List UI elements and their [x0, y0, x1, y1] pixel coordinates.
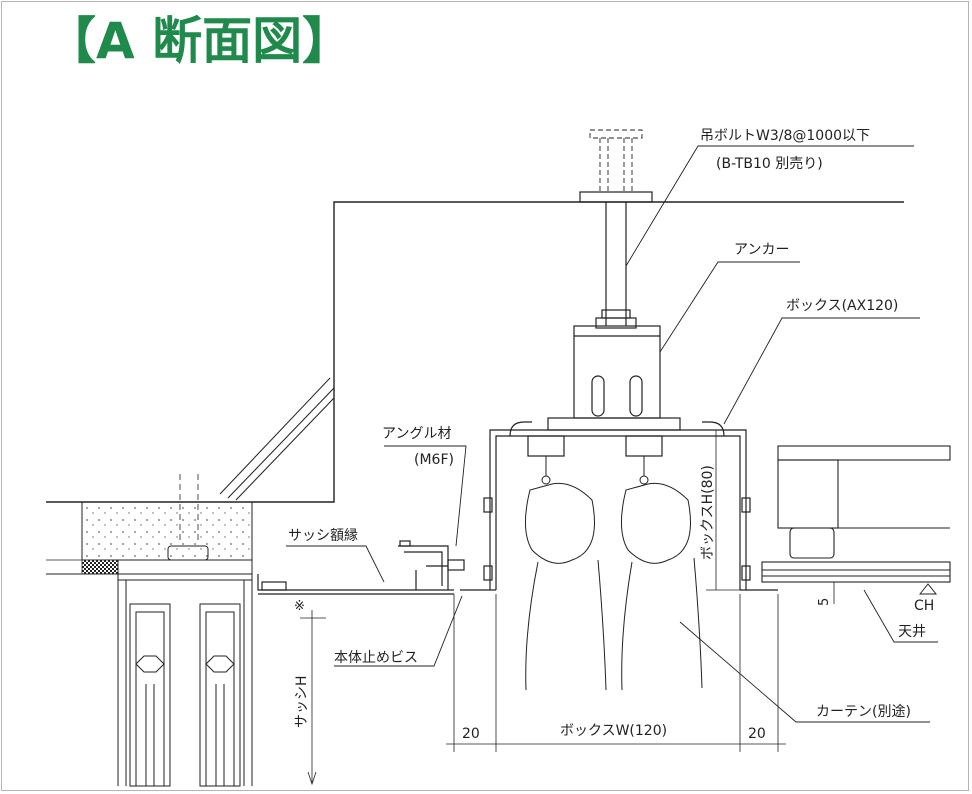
label-angle-sub: (M6F) — [414, 452, 454, 468]
label-hanging-bolt-sub: (B-TB10 別売り) — [716, 156, 823, 172]
centre-lines — [179, 474, 199, 540]
curtain — [525, 456, 703, 691]
label-body-screw: 本体止めビス — [334, 650, 418, 666]
sash-trim — [257, 574, 454, 595]
box-profile — [460, 417, 778, 591]
hanging-bolt — [579, 191, 653, 326]
ceiling-board — [761, 445, 951, 583]
label-box-width: ボックスW(120) — [560, 723, 667, 739]
label-hanging-bolt: 吊ボルトW3/8@1000以下 — [700, 128, 870, 144]
label-ch: CH — [914, 598, 934, 614]
label-sash-frame: サッシ額縁 — [288, 528, 358, 544]
label-dim-5: 5 — [817, 598, 832, 606]
label-ceiling: 天井 — [898, 624, 926, 640]
label-box: ボックス(AX120) — [786, 298, 898, 314]
angle-bracket — [398, 540, 465, 590]
label-mark: ※ — [294, 599, 305, 614]
label-box-height: ボックスH(80) — [700, 465, 716, 560]
anchor-bracket — [573, 309, 661, 419]
label-curtain: カーテン(別途) — [816, 703, 911, 720]
label-dim-right: 20 — [748, 726, 766, 742]
diagonal-brace — [219, 377, 335, 501]
label-sash-height: サッシH — [294, 675, 310, 728]
dimension-lines — [300, 429, 786, 786]
ch-marker — [918, 583, 938, 595]
concrete-lintel — [46, 501, 253, 575]
sash-frame — [117, 545, 253, 787]
label-anchor: アンカー — [734, 242, 789, 258]
label-angle: アングル材 — [382, 426, 451, 442]
bolt-above-slab — [589, 129, 643, 192]
label-dim-left: 20 — [462, 726, 480, 742]
page-title: 【A 断面図】 — [46, 12, 353, 70]
leader-lines — [286, 145, 938, 723]
